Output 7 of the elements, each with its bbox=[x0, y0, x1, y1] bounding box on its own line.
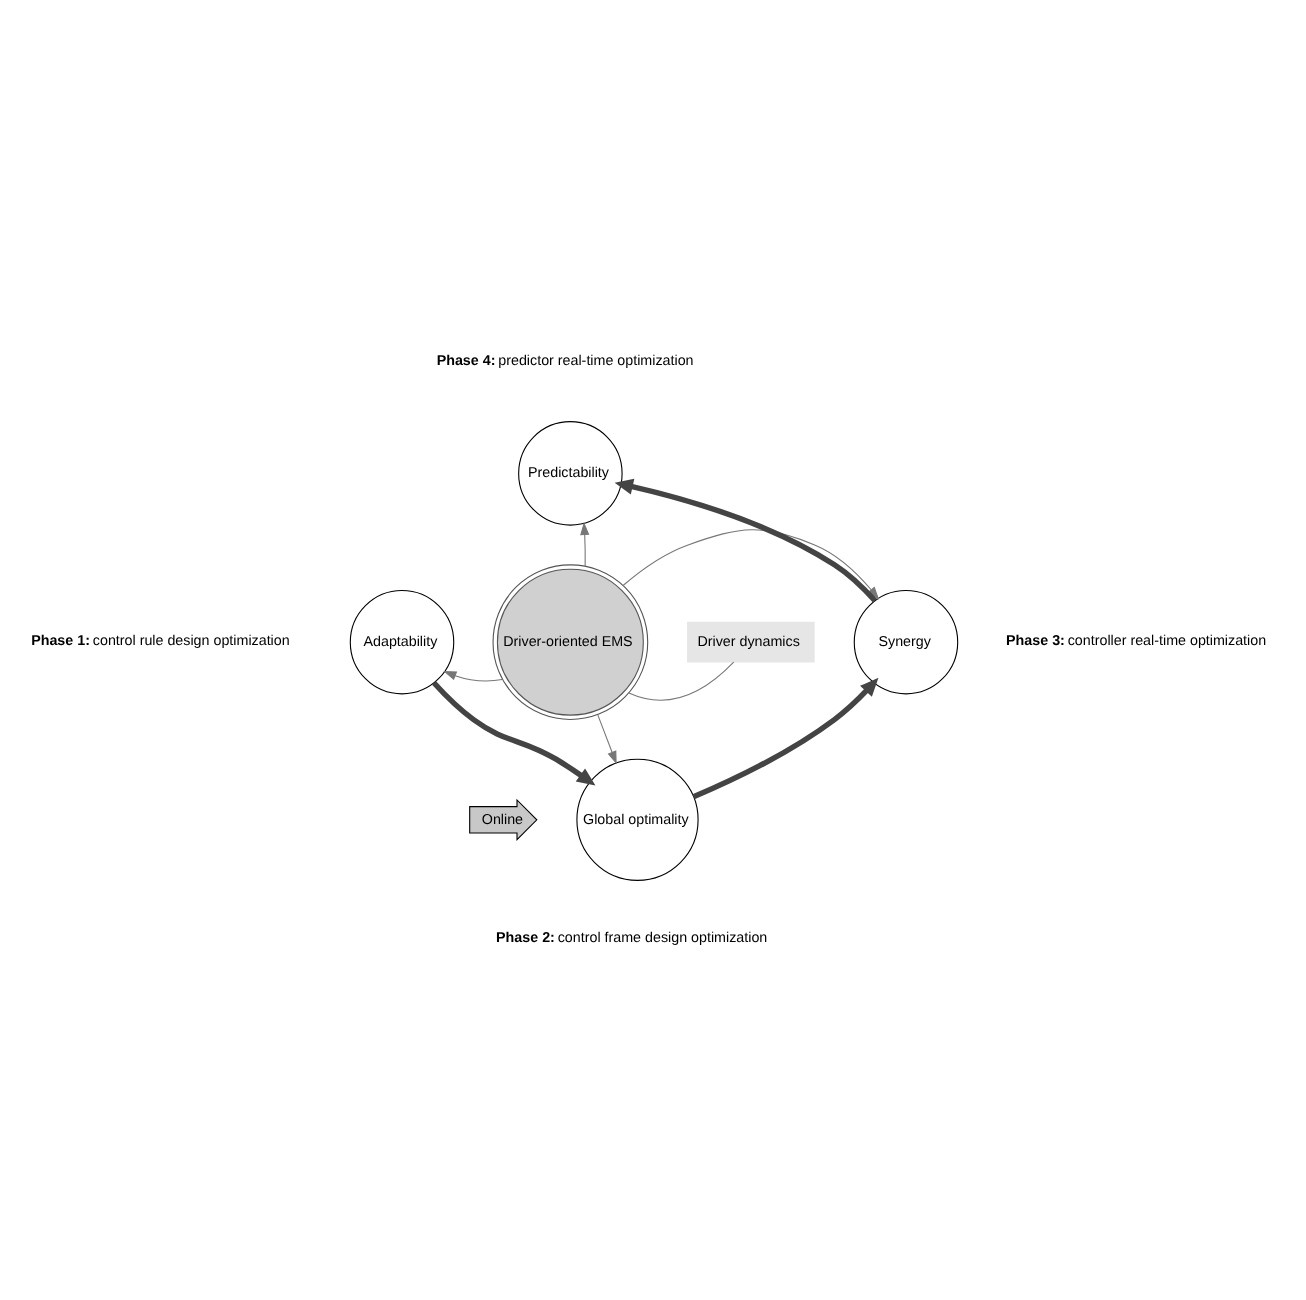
arrow bbox=[431, 680, 595, 785]
arrow bbox=[579, 520, 589, 566]
arrow bbox=[442, 669, 502, 681]
arrow bbox=[691, 676, 878, 799]
arrow bbox=[613, 477, 876, 602]
connector bbox=[627, 660, 734, 700]
arrow bbox=[596, 713, 616, 764]
